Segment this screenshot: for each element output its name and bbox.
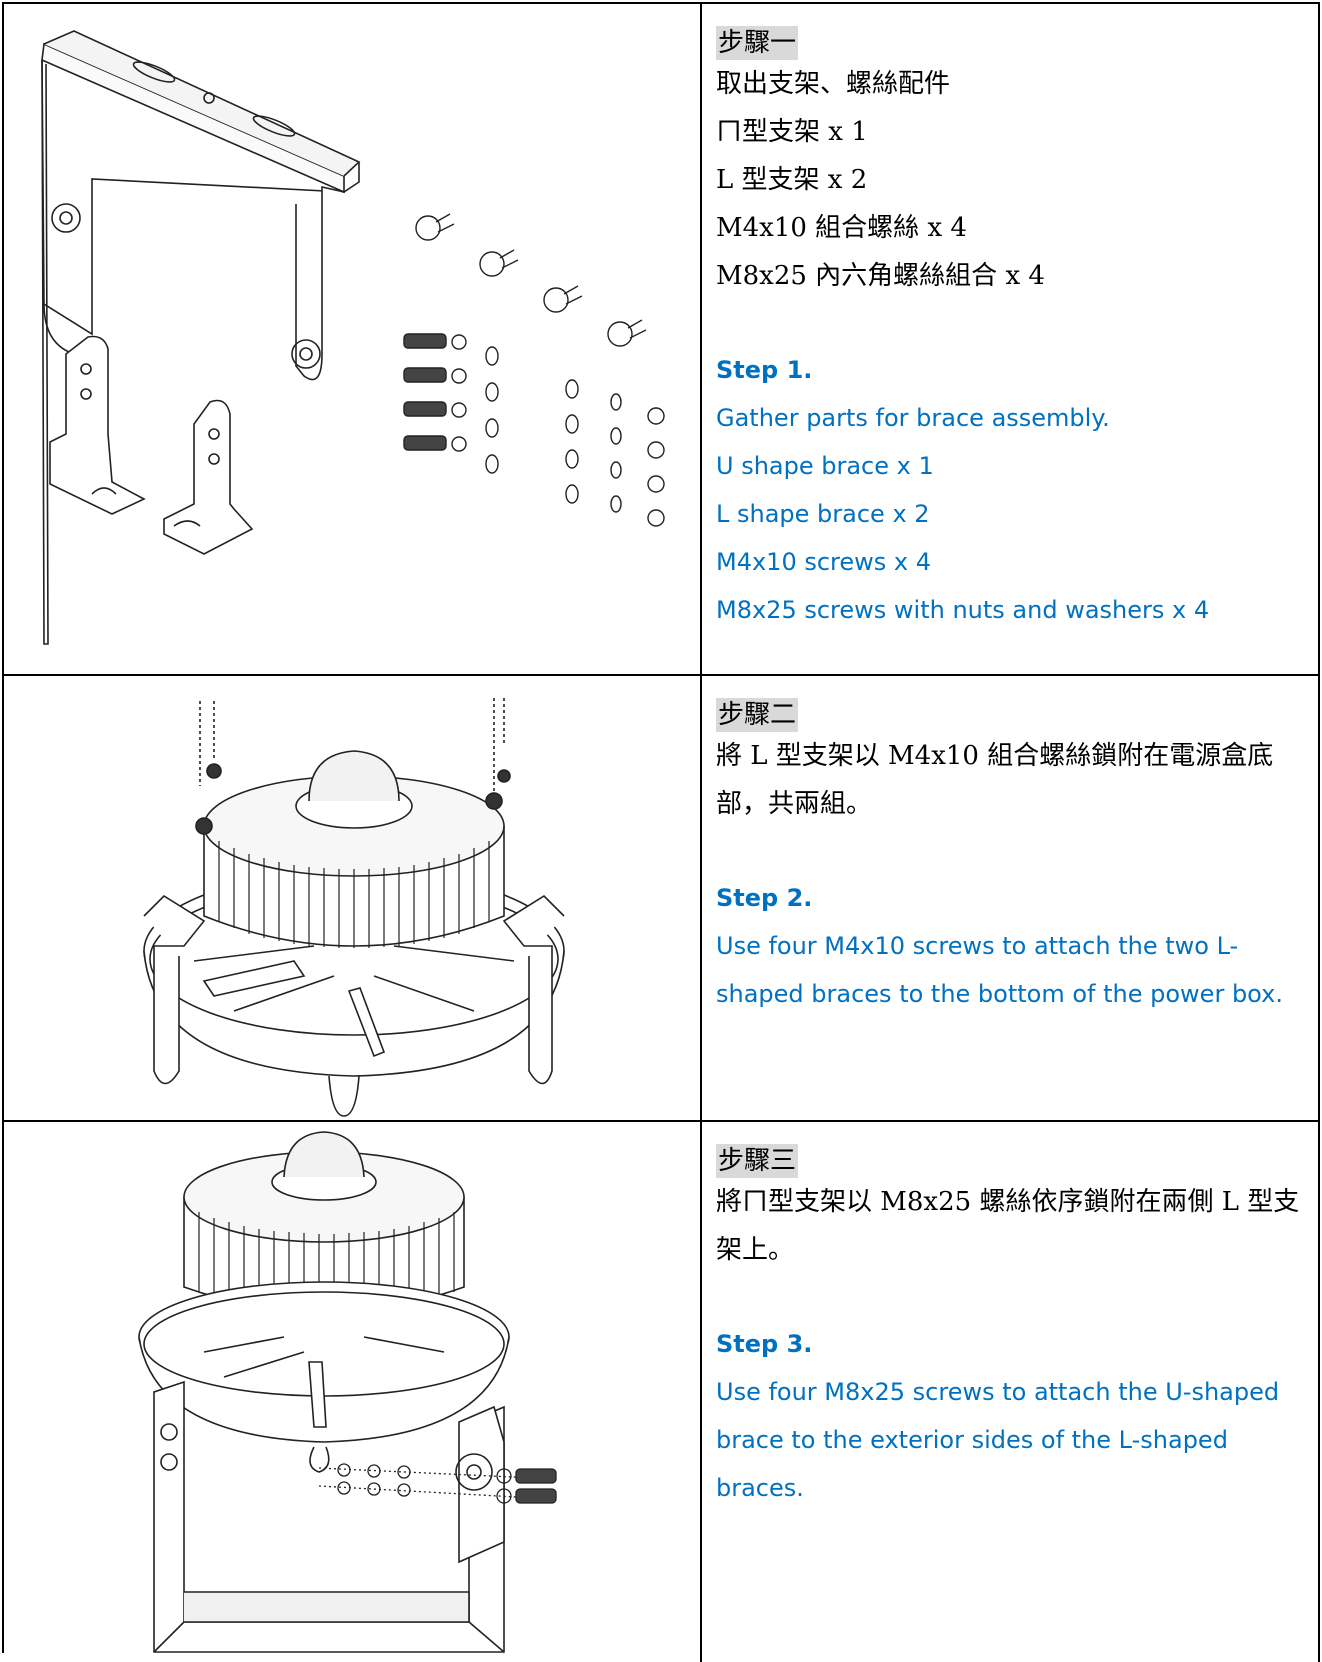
step-3-zh-text: 將ㄇ型支架以 M8x25 螺絲依序鎖附在兩側 L 型支架上。 xyxy=(716,1187,1300,1265)
step-1-en-line: U shape brace x 1 xyxy=(716,452,934,480)
step-1-en-line: M4x10 screws x 4 xyxy=(716,548,932,576)
step-1-text: 步驟一 取出支架、螺絲配件 ㄇ型支架 x 1 L 型支架 x 2 M4x10 組… xyxy=(702,4,1320,674)
step-2-row: 步驟二 將 L 型支架以 M4x10 組合螺絲鎖附在電源盒底部，共兩組。 Ste… xyxy=(4,676,1320,1122)
step-2-en-heading: Step 2. xyxy=(716,884,813,912)
step-2-zh-heading: 步驟二 xyxy=(716,698,799,732)
step-1-illustration xyxy=(4,4,702,674)
m8-bolts xyxy=(404,334,664,526)
step-1-zh-line: M4x10 組合螺絲 x 4 xyxy=(716,213,967,243)
step-1-zh-line: ㄇ型支架 x 1 xyxy=(716,117,868,147)
step-1-en-line: L shape brace x 2 xyxy=(716,500,930,528)
step-3-en-text: Use four M8x25 screws to attach the U-sh… xyxy=(716,1378,1280,1502)
step-3-text: 步驟三 將ㄇ型支架以 M8x25 螺絲依序鎖附在兩側 L 型支架上。 Step … xyxy=(702,1122,1320,1662)
step-1-en-heading: Step 1. xyxy=(716,356,813,384)
step-3-zh-heading: 步驟三 xyxy=(716,1144,799,1178)
step-1-zh-line: 取出支架、螺絲配件 xyxy=(716,69,951,99)
step-1-zh-heading: 步驟一 xyxy=(716,26,799,60)
step-3-en-heading: Step 3. xyxy=(716,1330,813,1358)
step-1-en-line: Gather parts for brace assembly. xyxy=(716,404,1110,432)
step-1-en-line: M8x25 screws with nuts and washers x 4 xyxy=(716,596,1210,624)
step-1-row: 步驟一 取出支架、螺絲配件 ㄇ型支架 x 1 L 型支架 x 2 M4x10 組… xyxy=(4,4,1320,676)
step-1-zh-line: L 型支架 x 2 xyxy=(716,165,868,195)
step-1-zh-line: M8x25 內六角螺絲組合 x 4 xyxy=(716,261,1045,291)
step-2-en-text: Use four M4x10 screws to attach the two … xyxy=(716,932,1283,1008)
step-2-illustration xyxy=(4,676,702,1120)
step-2-zh-text: 將 L 型支架以 M4x10 組合螺絲鎖附在電源盒底部，共兩組。 xyxy=(716,741,1274,819)
step-2-text: 步驟二 將 L 型支架以 M4x10 組合螺絲鎖附在電源盒底部，共兩組。 Ste… xyxy=(702,676,1320,1120)
step-3-illustration xyxy=(4,1122,702,1662)
m4-screws xyxy=(416,214,646,346)
step-3-row: 步驟三 將ㄇ型支架以 M8x25 螺絲依序鎖附在兩側 L 型支架上。 Step … xyxy=(4,1122,1320,1662)
